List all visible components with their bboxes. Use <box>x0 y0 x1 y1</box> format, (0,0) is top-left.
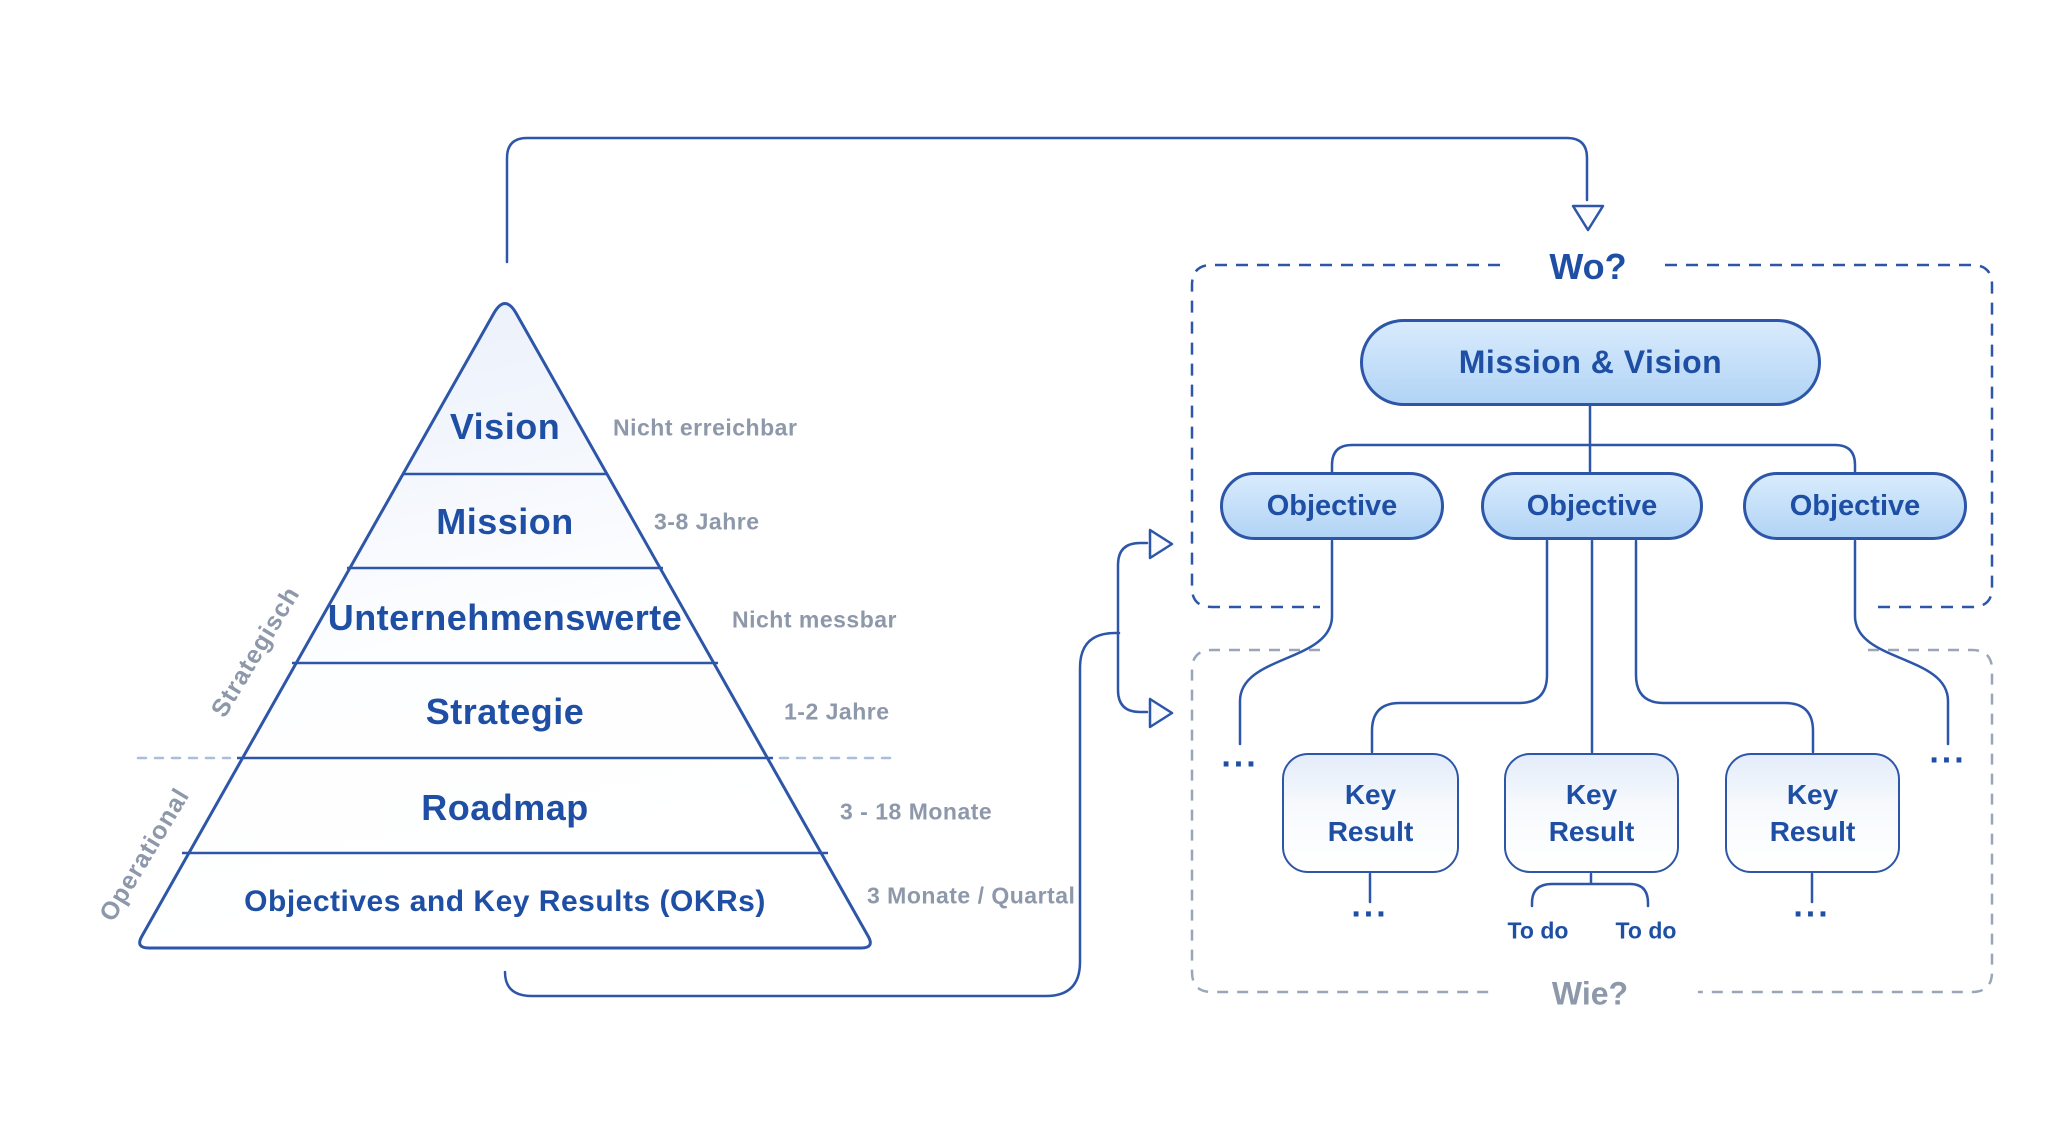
objective1-to-ellipsis <box>1238 539 1334 746</box>
todo-label-1: To do <box>1507 917 1569 944</box>
key-result-node-1: Key Result <box>1282 753 1459 873</box>
ellipsis-right: ... <box>1929 732 1967 771</box>
key-result-node-3: Key Result <box>1725 753 1900 873</box>
ellipsis-under-kr3: ... <box>1793 886 1831 925</box>
pyramid-shape <box>138 302 872 950</box>
key-result-label: Key Result <box>1769 779 1856 847</box>
ellipsis-under-kr1: ... <box>1351 886 1389 925</box>
annotation-werte: Nicht messbar <box>732 606 898 633</box>
wie-label: Wie? <box>1551 975 1629 1012</box>
objective2-to-kr3 <box>1634 539 1815 754</box>
todo-label-2: To do <box>1615 917 1677 944</box>
objective-node-2: Objective <box>1481 472 1703 540</box>
wie-box-border-right <box>1698 648 1994 994</box>
key-result-label: Key Result <box>1327 779 1414 847</box>
pyramid-layer-strategie: Strategie <box>425 691 585 732</box>
tree-bracket <box>1116 541 1149 714</box>
down-arrowhead-icon <box>1571 204 1605 232</box>
wie-box-border-left <box>1190 648 1490 994</box>
annotation-strategie: 1-2 Jahre <box>784 698 890 725</box>
objectives-branch <box>1330 443 1857 475</box>
annotation-vision: Nicht erreichbar <box>613 414 798 441</box>
annotation-okrs: 3 Monate / Quartal <box>867 882 1076 909</box>
right-arrowhead-objectives-icon <box>1148 528 1174 560</box>
right-arrowhead-keyresults-icon <box>1148 697 1174 729</box>
wo-box-border-left <box>1190 263 1500 609</box>
annotation-roadmap: 3 - 18 Monate <box>840 798 993 825</box>
okr-to-tree-connector <box>503 631 1121 998</box>
key-result-label: Key Result <box>1548 779 1635 847</box>
objective2-to-kr1 <box>1370 539 1549 754</box>
pyramid-layer-werte: Unternehmenswerte <box>327 597 683 638</box>
wo-box-border-right <box>1665 263 1994 609</box>
objective-node-1: Objective <box>1220 472 1444 540</box>
objective3-to-ellipsis <box>1853 539 1950 746</box>
wo-label: Wo? <box>1549 246 1627 287</box>
ellipsis-left: ... <box>1221 736 1259 775</box>
pyramid-layer-okrs: Objectives and Key Results (OKRs) <box>244 885 766 918</box>
pyramid-layer-mission: Mission <box>436 501 574 542</box>
annotation-mission: 3-8 Jahre <box>654 508 760 535</box>
objective-node-3: Objective <box>1743 472 1967 540</box>
mission-vision-node: Mission & Vision <box>1360 319 1821 406</box>
key-result-node-2: Key Result <box>1504 753 1679 873</box>
kr2-todo-fork <box>1530 872 1650 908</box>
apex-to-wo-connector <box>505 136 1589 264</box>
pyramid-layer-roadmap: Roadmap <box>421 787 589 828</box>
pyramid-layer-vision: Vision <box>449 406 561 447</box>
